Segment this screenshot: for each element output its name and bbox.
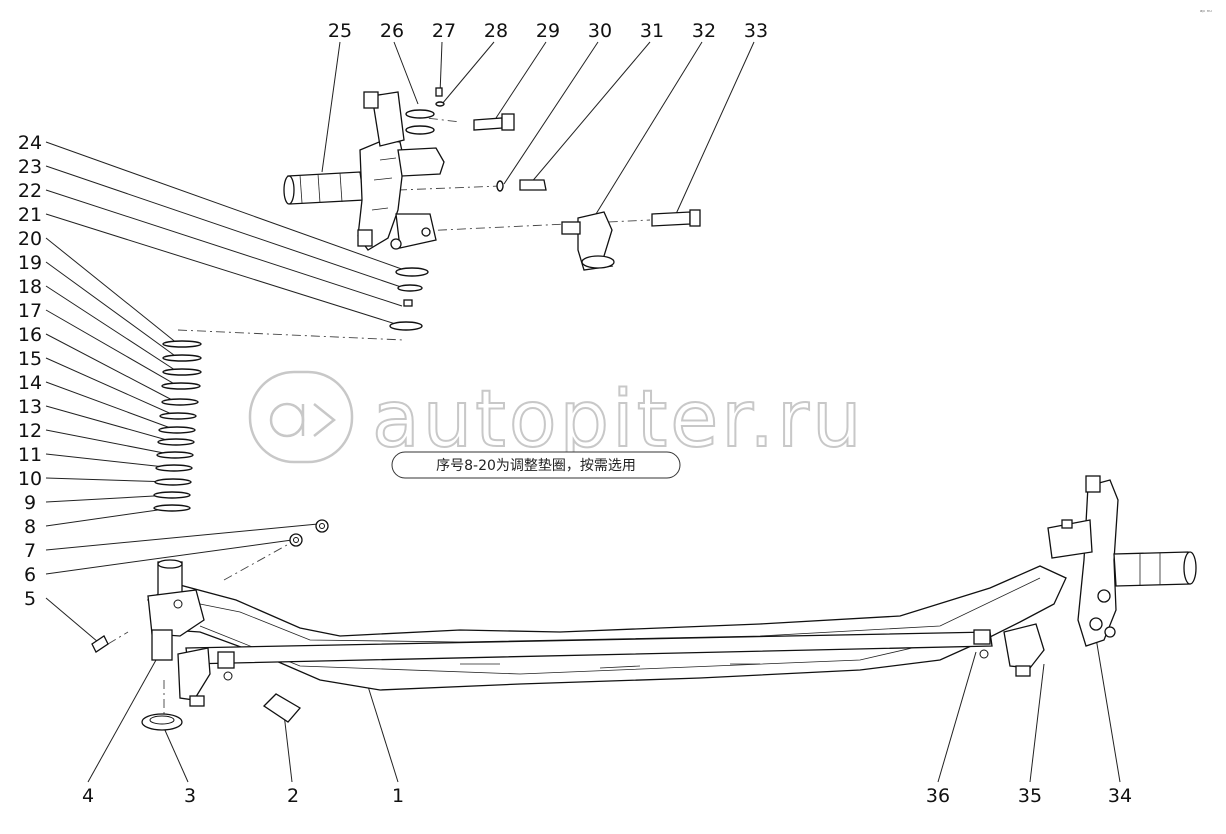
callout-16: 16 <box>18 324 42 346</box>
plate-2 <box>262 693 302 723</box>
bolt-33 <box>651 209 701 227</box>
leader-lines <box>45 41 1121 783</box>
tie-rod <box>177 623 1045 707</box>
kingpin-cap-parts <box>405 87 445 135</box>
callout-6: 6 <box>24 564 36 586</box>
callout-22: 22 <box>18 180 42 202</box>
callout-18: 18 <box>18 276 42 298</box>
callout-7: 7 <box>24 540 36 562</box>
callout-27: 27 <box>432 20 456 42</box>
callout-32: 32 <box>692 20 716 42</box>
steering-arm-32 <box>561 211 615 271</box>
front-axle-beam <box>147 565 1067 691</box>
callout-29: 29 <box>536 20 560 42</box>
callout-36: 36 <box>926 785 950 807</box>
right-steering-knuckle <box>1047 475 1197 647</box>
callout-3: 3 <box>184 785 196 807</box>
callout-23: 23 <box>18 156 42 178</box>
callout-31: 31 <box>640 20 664 42</box>
callout-4: 4 <box>82 785 94 807</box>
bearing-rings-21-24 <box>389 267 429 331</box>
lock-pin-5 <box>91 635 109 653</box>
watermark-text: autopiter.ru <box>372 375 865 465</box>
callout-8: 8 <box>24 516 36 538</box>
watermark-logo-icon <box>248 370 354 464</box>
callout-17: 17 <box>18 300 42 322</box>
callout-21: 21 <box>18 204 42 226</box>
left-kingpin-boss <box>147 559 205 661</box>
callout-14: 14 <box>18 372 42 394</box>
callout-34: 34 <box>1108 785 1132 807</box>
callout-13: 13 <box>18 396 42 418</box>
adjustment-shim-stack <box>153 340 202 512</box>
callout-25: 25 <box>328 20 352 42</box>
callout-20: 20 <box>18 228 42 250</box>
callout-24: 24 <box>18 132 42 154</box>
callout-2: 2 <box>287 785 299 807</box>
corner-mark: ᵃᵖ ⁿᵘ <box>1200 9 1212 16</box>
callout-11: 11 <box>18 444 42 466</box>
watermark: autopiter.ru <box>248 370 865 466</box>
callout-9: 9 <box>24 492 36 514</box>
seal-ring-3 <box>141 713 183 731</box>
callout-28: 28 <box>484 20 508 42</box>
callout-33: 33 <box>744 20 768 42</box>
callout-12: 12 <box>18 420 42 442</box>
callout-30: 30 <box>588 20 612 42</box>
callout-10: 10 <box>18 468 42 490</box>
callout-1: 1 <box>392 785 404 807</box>
callout-19: 19 <box>18 252 42 274</box>
pin-and-washer-30-31 <box>496 179 547 192</box>
callout-26: 26 <box>380 20 404 42</box>
nuts-6-7 <box>289 519 329 547</box>
callout-5: 5 <box>24 588 36 610</box>
callout-35: 35 <box>1018 785 1042 807</box>
note-text: 序号8-20为调整垫圈，按需选用 <box>436 458 636 474</box>
steering-knuckle-exploded <box>283 91 445 251</box>
callout-15: 15 <box>18 348 42 370</box>
adjustment-shims-note: 序号8-20为调整垫圈，按需选用 <box>391 451 681 479</box>
bolt-29 <box>473 113 515 131</box>
callout-labels: 25 26 27 28 29 30 31 32 33 24 23 22 21 2… <box>18 20 1132 807</box>
